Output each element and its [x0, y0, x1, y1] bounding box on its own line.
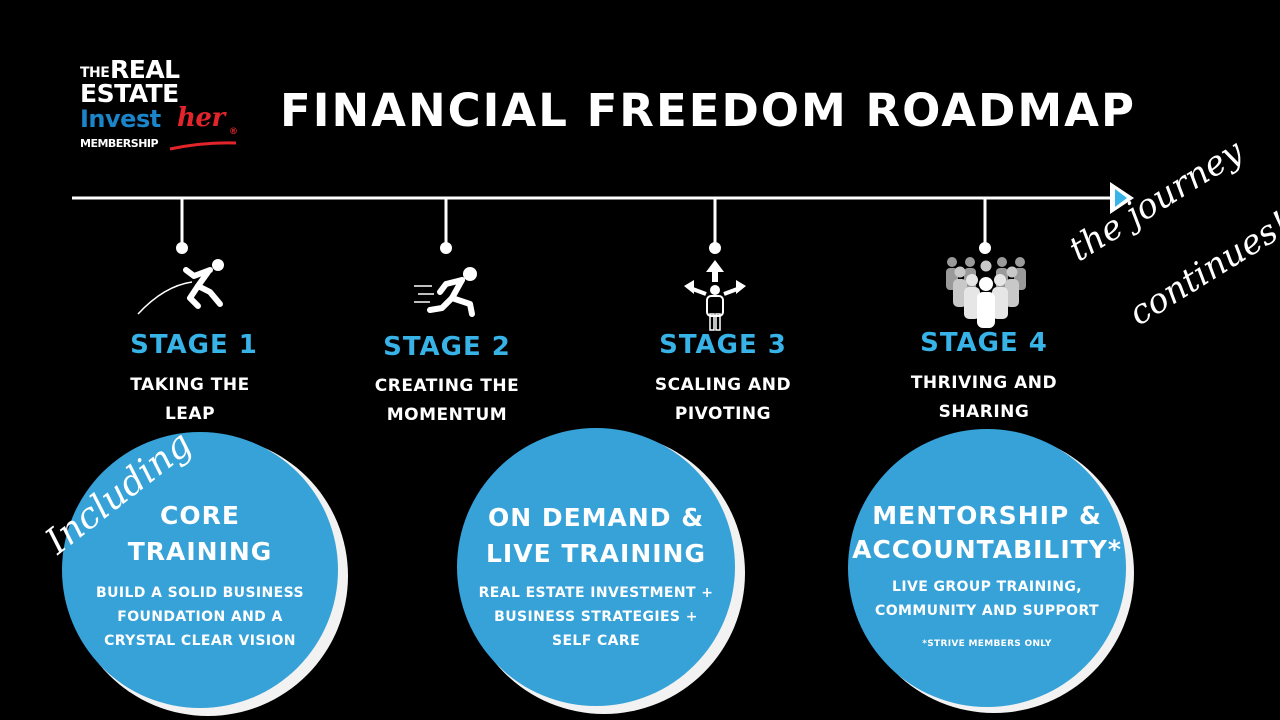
core-training-heading-line1: CORE: [160, 501, 240, 530]
mentorship-desc-line1: LIVE GROUP TRAINING,: [892, 579, 1082, 595]
stage-2-subtitle-line2: MOMENTUM: [386, 405, 508, 425]
stage-3-subtitle-line2: PIVOTING: [674, 404, 772, 424]
on-demand-heading: ON DEMAND & LIVE TRAINING: [457, 500, 735, 572]
on-demand-desc-line2: BUSINESS STRATEGIES +: [494, 609, 698, 625]
core-training-desc-line1: BUILD A SOLID BUSINESS: [96, 585, 304, 601]
leaping-person-icon: [137, 259, 224, 315]
strive-members-note: *STRIVE MEMBERS ONLY: [922, 639, 1052, 649]
logo-text-the: THE: [80, 65, 110, 81]
timeline-connector-1: [176, 198, 188, 254]
on-demand-desc-line1: REAL ESTATE INVESTMENT +: [478, 585, 714, 601]
core-training-desc-line3: CRYSTAL CLEAR VISION: [104, 633, 296, 649]
stage-4-subtitle: THRIVING AND SHARING: [864, 369, 1104, 427]
stage-1-subtitle: TAKING THE LEAP: [70, 371, 310, 429]
stage-2-title: STAGE 2: [383, 332, 511, 362]
logo-text-real: REAL: [110, 55, 180, 84]
core-training-desc-line2: FOUNDATION AND A: [117, 609, 283, 625]
on-demand-heading-line2: LIVE TRAINING: [486, 539, 706, 568]
on-demand-training-circle: ON DEMAND & LIVE TRAINING REAL ESTATE IN…: [457, 428, 735, 706]
mentorship-heading: MENTORSHIP & ACCOUNTABILITY*: [848, 499, 1126, 567]
logo-text-invest: Invest: [80, 105, 161, 133]
core-training-circle: CORE TRAINING BUILD A SOLID BUSINESS FOU…: [62, 432, 338, 708]
stage-1-title: STAGE 1: [130, 330, 258, 360]
timeline-connector-2: [440, 198, 452, 254]
core-training-heading: CORE TRAINING: [62, 498, 338, 570]
mentorship-desc-line2: COMMUNITY AND SUPPORT: [875, 603, 1099, 619]
timeline-arrowhead-inner: [1115, 189, 1127, 207]
logo-text-membership: MEMBERSHIP: [80, 137, 159, 150]
stage-4-subtitle-line2: SHARING: [938, 402, 1030, 422]
mentorship-circle: MENTORSHIP & ACCOUNTABILITY* LIVE GROUP …: [848, 429, 1126, 707]
page-title: FINANCIAL FREEDOM ROADMAP: [280, 84, 1136, 137]
stage-3-title: STAGE 3: [659, 330, 787, 360]
stage-3-subtitle-line1: SCALING AND: [654, 375, 792, 395]
timeline: [72, 182, 1134, 254]
crowd-icon: [946, 257, 1026, 328]
stage-1-subtitle-line1: TAKING THE: [130, 375, 250, 395]
on-demand-desc-line3: SELF CARE: [551, 633, 641, 649]
stage-2-subtitle-line1: CREATING THE: [374, 376, 520, 396]
person-directions-icon: [684, 260, 746, 331]
stage-1-subtitle-line2: LEAP: [164, 404, 216, 424]
stage-3-subtitle: SCALING AND PIVOTING: [603, 371, 843, 429]
timeline-connector-4: [979, 198, 991, 254]
on-demand-heading-line1: ON DEMAND &: [487, 503, 705, 532]
on-demand-description: REAL ESTATE INVESTMENT + BUSINESS STRATE…: [457, 581, 735, 653]
mentorship-heading-line2: ACCOUNTABILITY*: [852, 535, 1122, 564]
mentorship-heading-line1: MENTORSHIP &: [872, 501, 1102, 530]
mentorship-description: LIVE GROUP TRAINING, COMMUNITY AND SUPPO…: [848, 575, 1126, 623]
stage-2-subtitle: CREATING THE MOMENTUM: [327, 372, 567, 430]
logo-text-her: her: [177, 103, 225, 133]
brand-logo: THE REAL ESTATE Invest her ® MEMBERSHIP: [72, 45, 240, 175]
core-training-heading-line2: TRAINING: [127, 537, 273, 566]
stage-4-title: STAGE 4: [920, 328, 1048, 358]
logo-text-estate: ESTATE: [80, 79, 179, 108]
sprinting-person-icon: [414, 267, 477, 317]
logo-registered-mark: ®: [229, 127, 238, 137]
logo-underline-swoosh: [169, 141, 237, 151]
timeline-connector-3: [709, 198, 721, 254]
stage-4-subtitle-line1: THRIVING AND: [910, 373, 1058, 393]
core-training-description: BUILD A SOLID BUSINESS FOUNDATION AND A …: [62, 581, 338, 653]
